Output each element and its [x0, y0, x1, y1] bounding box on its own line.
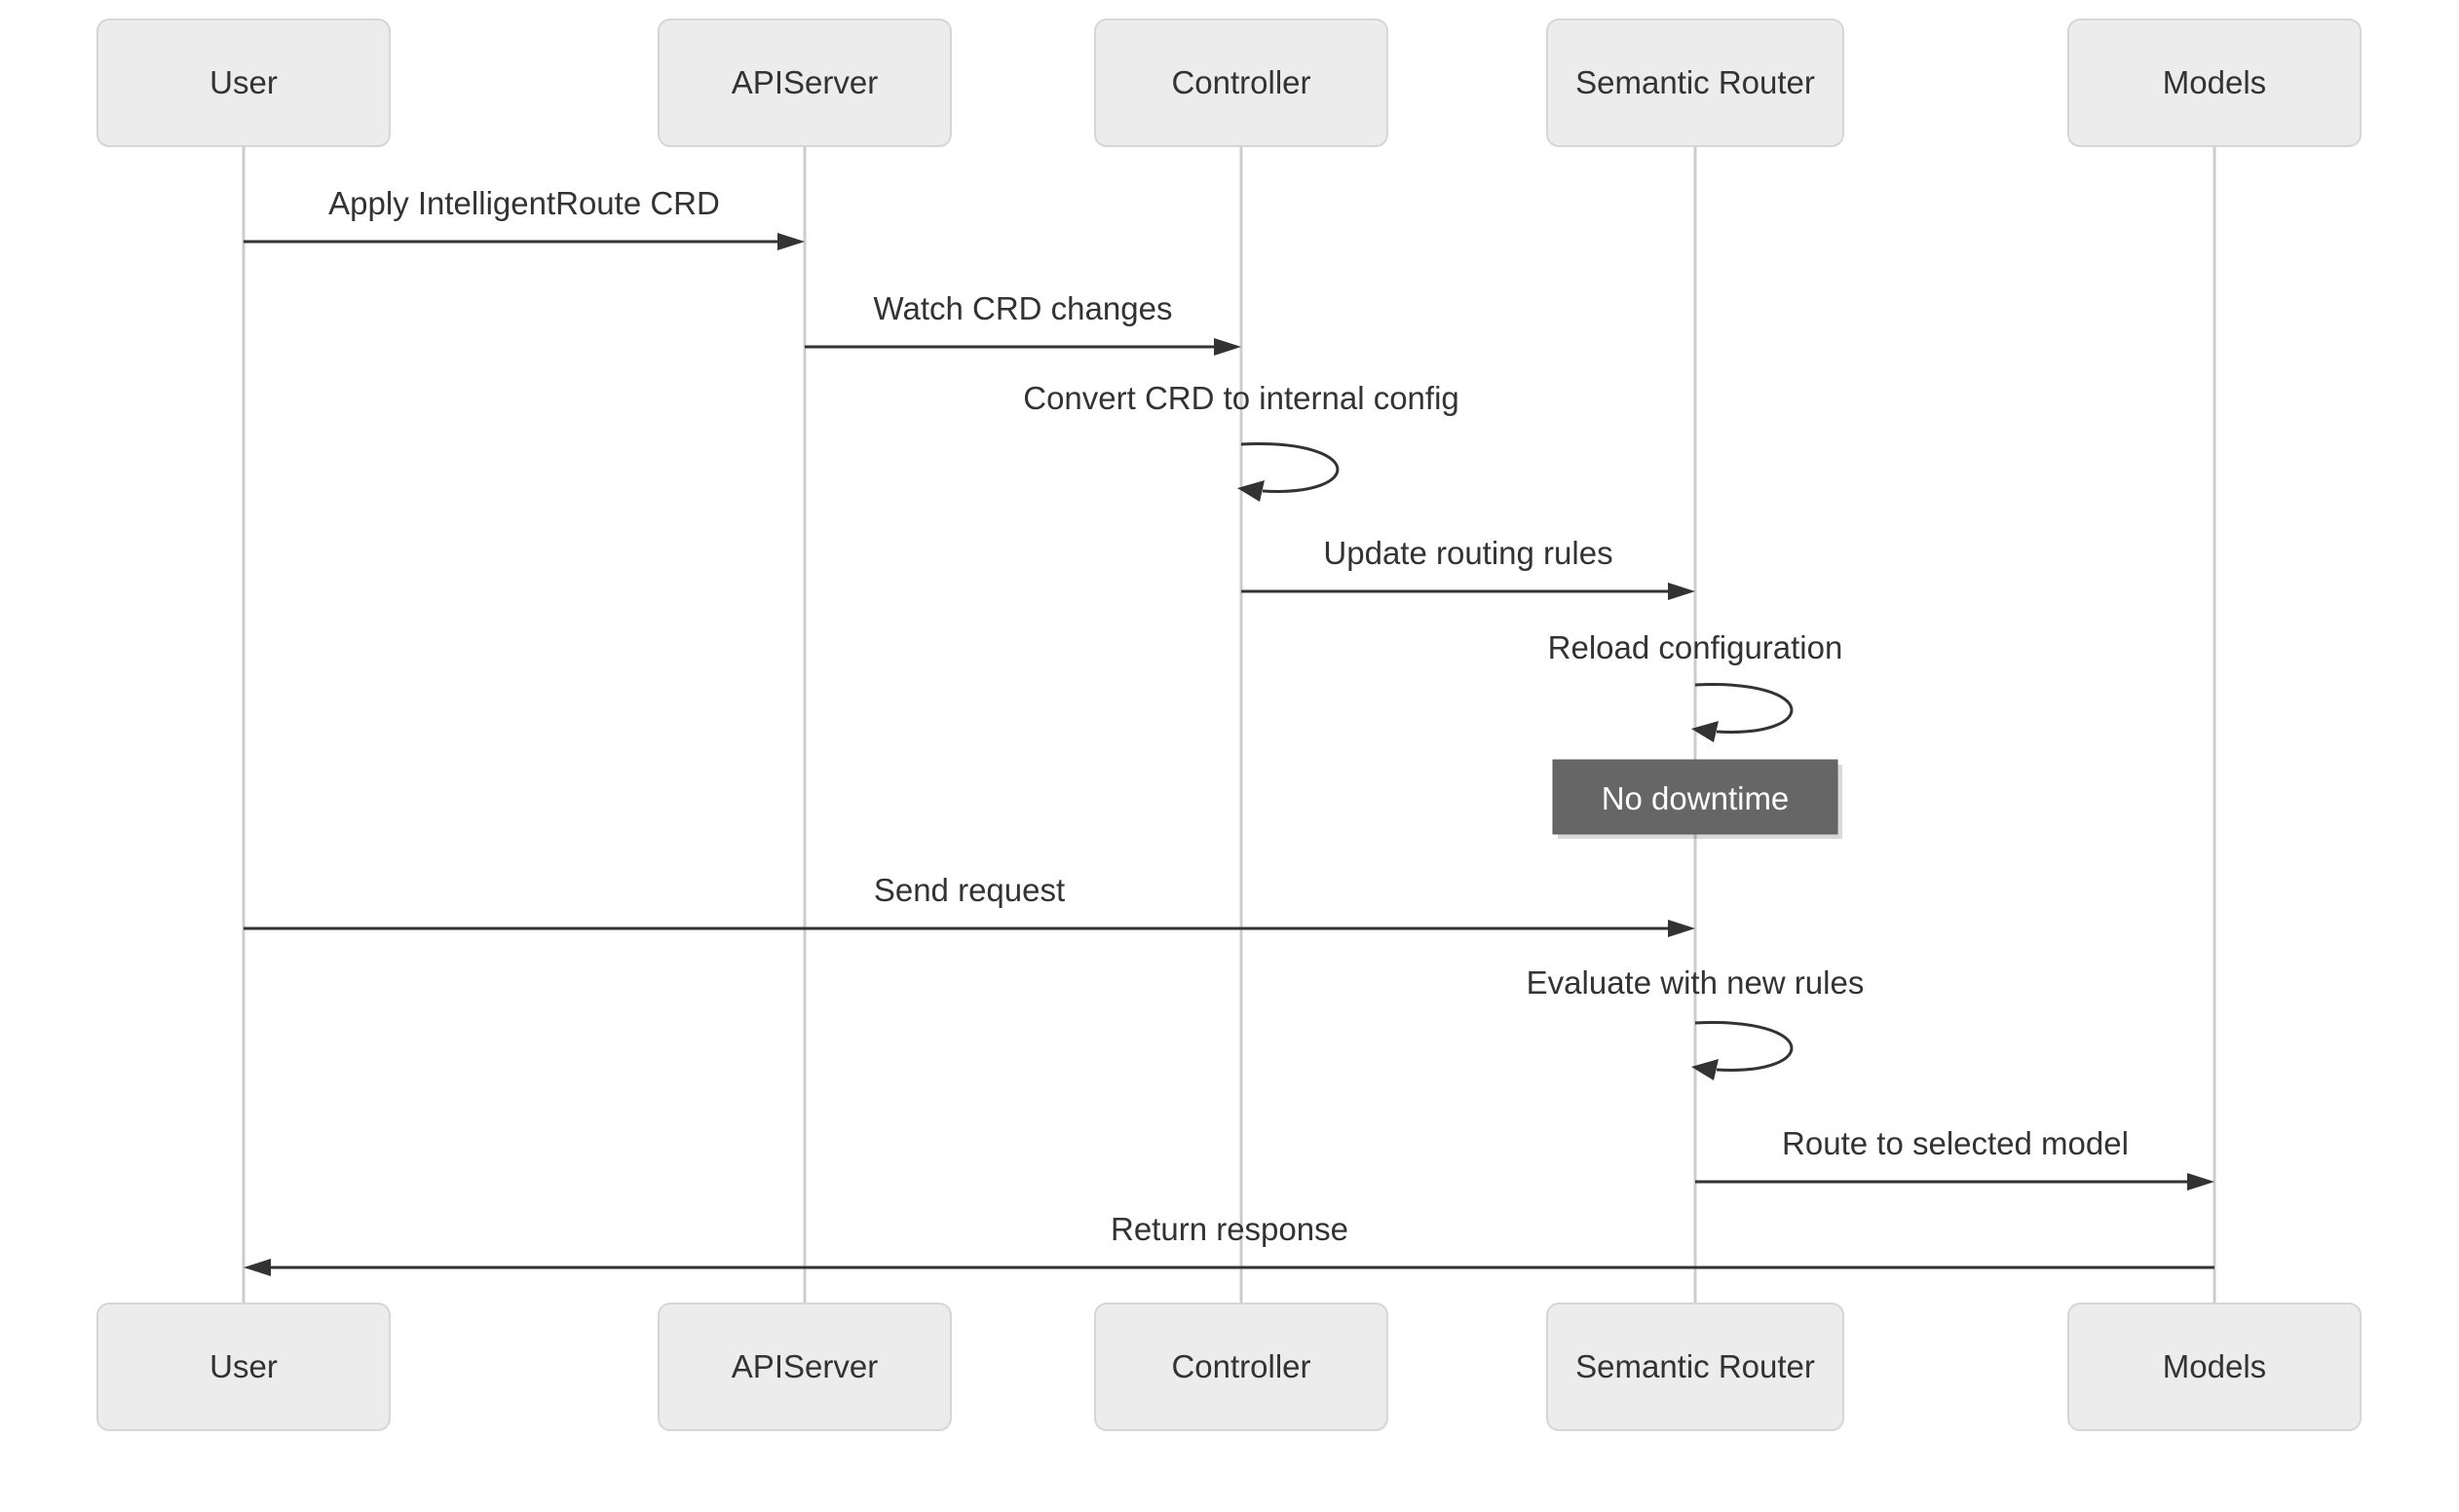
participant-label: Controller [1171, 1348, 1310, 1384]
participant-box [96, 19, 391, 147]
participant-label: APIServer [732, 64, 878, 100]
participant-box [2067, 1303, 2362, 1431]
self-loop-line [1694, 683, 1794, 734]
participant-box [96, 1303, 391, 1431]
participant-bottom-models: Models [2067, 1303, 2362, 1431]
message-label: Update routing rules [1323, 535, 1612, 571]
participant-label: Controller [1171, 64, 1310, 100]
arrowhead-left-icon [1691, 721, 1719, 742]
note-label: No downtime [1602, 780, 1790, 816]
self-loop-line [1694, 1021, 1794, 1072]
arrowhead-right-icon [1668, 920, 1695, 937]
arrowhead-left-icon [1237, 480, 1265, 502]
message-send-request: Send request [244, 872, 1695, 937]
participant-top-user: User [96, 19, 391, 147]
message-convert-crd-self-loop: Convert CRD to internal config [1023, 380, 1459, 502]
participant-label: User [209, 64, 278, 100]
message-label: Convert CRD to internal config [1023, 380, 1459, 416]
note-box [1552, 759, 1838, 835]
participant-label: Models [2163, 1348, 2266, 1384]
participant-label: Semantic Router [1575, 1348, 1815, 1384]
message-label: Evaluate with new rules [1527, 964, 1865, 1001]
participant-box [658, 1303, 952, 1431]
participant-top-controller: Controller [1094, 19, 1388, 147]
participant-label: Models [2163, 64, 2266, 100]
message-label: Route to selected model [1782, 1125, 2129, 1161]
message-watch-crd-changes: Watch CRD changes [805, 290, 1241, 356]
message-label: Watch CRD changes [874, 290, 1173, 326]
participant-bottom-user: User [96, 1303, 391, 1431]
message-label: Reload configuration [1548, 629, 1843, 665]
participant-top-semantic-router: Semantic Router [1546, 19, 1844, 147]
participant-box [658, 19, 952, 147]
participant-box [2067, 19, 2362, 147]
message-label: Return response [1111, 1211, 1348, 1247]
message-reload-configuration-self-loop: Reload configuration [1548, 629, 1843, 742]
participant-box [1094, 1303, 1388, 1431]
participant-label: User [209, 1348, 278, 1384]
participant-top-apiserver: APIServer [658, 19, 952, 147]
message-label: Apply IntelligentRoute CRD [328, 185, 720, 221]
arrowhead-right-icon [777, 233, 805, 250]
arrowhead-left-icon [1691, 1059, 1719, 1080]
message-apply-intelligentroute-crd: Apply IntelligentRoute CRD [244, 185, 805, 250]
arrowhead-right-icon [1214, 338, 1241, 356]
message-update-routing-rules: Update routing rules [1241, 535, 1695, 600]
self-loop-line [1240, 442, 1340, 493]
message-evaluate-new-rules-self-loop: Evaluate with new rules [1527, 964, 1865, 1080]
participant-box [1546, 19, 1844, 147]
note-no-downtime: No downtime [1552, 759, 1842, 839]
message-route-to-selected-model: Route to selected model [1695, 1125, 2214, 1191]
arrowhead-right-icon [1668, 583, 1695, 600]
participant-bottom-apiserver: APIServer [658, 1303, 952, 1431]
participant-box [1546, 1303, 1844, 1431]
message-label: Send request [874, 872, 1065, 908]
participant-label: APIServer [732, 1348, 878, 1384]
participant-bottom-semantic-router: Semantic Router [1546, 1303, 1844, 1431]
participant-label: Semantic Router [1575, 64, 1815, 100]
participant-bottom-controller: Controller [1094, 1303, 1388, 1431]
message-return-response: Return response [244, 1211, 2214, 1276]
participant-top-models: Models [2067, 19, 2362, 147]
arrowhead-right-icon [2187, 1173, 2214, 1191]
participant-box [1094, 19, 1388, 147]
arrowhead-left-icon [244, 1259, 271, 1276]
